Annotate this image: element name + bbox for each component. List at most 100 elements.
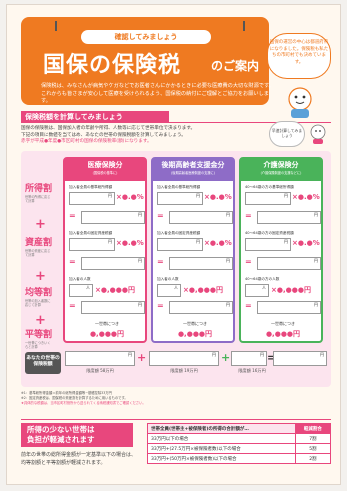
table-header-rate: 軽減割合 — [294, 423, 332, 434]
main-title: 国保の保険税 — [43, 53, 182, 78]
medical-total-box[interactable]: 円 — [65, 351, 135, 366]
note-2: ※2：固定資産税は、国保税の資産割を計算するために用いるものです。 — [21, 396, 128, 400]
plus-icon: + — [35, 217, 46, 232]
income-input-box[interactable]: 円 — [157, 192, 203, 205]
result-row: =円 — [69, 301, 145, 314]
result-row: =円 — [157, 211, 233, 224]
table-header-row: 世帯全員(世帯主+被保険者)の所得の合計額が… 軽減割合 — [147, 423, 332, 434]
flat-label: 一世帯につき — [183, 321, 207, 326]
flat-label: 一世帯につき — [95, 321, 119, 326]
asset-rate: ×●.●% — [204, 239, 232, 247]
elderly-total-box[interactable]: 円 — [149, 351, 219, 366]
section-heading: 保険税額を計算してみましょう — [21, 111, 169, 123]
total-label: あなたの世帯の保険税額 — [25, 352, 61, 374]
flat-value: ●,●●●円 — [89, 330, 125, 338]
mascot-icon — [288, 87, 312, 118]
equal-rate: ×●,●●●円 — [271, 286, 311, 294]
result-box[interactable]: 円 — [257, 257, 321, 270]
nursing-total-box[interactable]: 円 — [231, 351, 267, 366]
cell-label: 40〜64歳の方の人数 — [245, 277, 280, 281]
leaflet-page: 確認してみましょう 国保の保険税 のご案内 保険税は、みなさんが病気やケガなどで… — [6, 4, 341, 485]
result-box[interactable]: 円 — [257, 301, 321, 314]
equals-icon: = — [267, 351, 277, 364]
table-row: 33万円以下の場合 7割 — [147, 433, 332, 444]
table-header-condition: 世帯全員(世帯主+被保険者)の所得の合計額が… — [147, 423, 296, 434]
asset-input-box[interactable]: 円 — [157, 238, 203, 251]
reduction-table: 世帯全員(世帯主+被保険者)の所得の合計額が… 軽減割合 33万円以下の場合 7… — [147, 423, 332, 464]
plus-icon: + — [35, 313, 46, 328]
grand-total-box[interactable]: 円 — [273, 351, 327, 366]
notes: ※1：基準総所得金額＝前年の総所得金額等−基礎控除33万円 ※2：固定資産税は、… — [21, 391, 331, 406]
asset-input-box[interactable]: 円 — [245, 238, 291, 251]
member-count-box[interactable]: 人 — [157, 284, 181, 297]
cell-label: 加入者全員の固定資産税額 — [69, 231, 113, 235]
result-row: =円 — [157, 301, 233, 314]
speech-bubble: 国保の運営の中心は都道府県になりました。保険税も私たちの市町村でも決めています。 — [267, 33, 331, 79]
desc-line-2: 下記の項目に数値を当てはめ、あなたの世帯の保険税額を計算してみましょう。 — [21, 132, 186, 138]
calc-bubble: 早速計算してみましょう — [269, 121, 305, 147]
intro-text: 保険税は、みなさんが病気やケガなどでお医者さんにかかるときに必要な医療費の大切な… — [41, 83, 274, 104]
income-rate: ×●.●% — [204, 193, 232, 201]
income-rate: ×●.●% — [292, 193, 320, 201]
income-rate: ×●.●% — [116, 193, 144, 201]
column-medical: 医療保険分(国保税の基準に) 加入者全員の基準総所得額 円 ×●.●% =円 加… — [63, 157, 147, 343]
column-header: 医療保険分(国保税の基準に) — [65, 159, 145, 181]
section-description: 国保の保険税は、国保加入者の年齢や所得、人数等に応じて世帯単位で決まります。 下… — [21, 126, 251, 146]
flat-value: ●,●●●円 — [265, 330, 301, 338]
limit-elderly: 限度額 19万円 — [170, 368, 198, 373]
member-count-box[interactable]: 人 — [69, 284, 93, 297]
desc-highlight: 赤字が平成●年度●市区町村の国保の保険税率(額)になります。 — [21, 139, 152, 144]
column-header: 介護保険分(介護保険制度の支援などに) — [241, 159, 321, 181]
limit-nursing: 限度額 16万円 — [238, 368, 266, 373]
result-row: =円 — [157, 257, 233, 270]
calculation-table: 所得割世帯の所得に応じて計算 + 資産割世帯の資産に応じて計算 + 均等割世帯の… — [21, 151, 331, 387]
main-title-suffix: のご案内 — [211, 59, 260, 73]
income-input-box[interactable]: 円 — [69, 192, 115, 205]
column-nursing-care: 介護保険分(介護保険制度の支援などに) 40〜64歳の方の基準総所得額 円 ×●… — [239, 157, 323, 343]
result-row: =円 — [69, 257, 145, 270]
asset-rate: ×●.●% — [116, 239, 144, 247]
table-row: 33万円+(50万円×被保険者数)以下の場合 2割 — [147, 453, 332, 464]
asset-rate: ×●.●% — [292, 239, 320, 247]
result-box[interactable]: 円 — [81, 257, 145, 270]
column-elderly-support: 後期高齢者支援金分(後期高齢者医療制度の支援に) 加入者全員の基準総所得額 円 … — [151, 157, 235, 343]
check-title: 確認してみましょう — [81, 30, 211, 44]
reduction-description: 前年の世帯の総所得金額が一定基準以下の場合は、均等割額と平等割額が軽減されます。 — [21, 452, 137, 466]
pin-right — [243, 21, 245, 31]
row-label-flat: 平等割一世帯につきいくらと計算 — [25, 330, 53, 349]
cell-label: 加入者の人数 — [157, 277, 179, 281]
result-box[interactable]: 円 — [81, 301, 145, 314]
table-row: 33万円+(27.5万円×被保険者数)以下の場合 5割 — [147, 443, 332, 454]
result-row: =円 — [245, 257, 321, 270]
income-input-box[interactable]: 円 — [245, 192, 291, 205]
row-label-asset: 資産割世帯の資産に応じて計算 — [25, 238, 53, 257]
result-row: =円 — [245, 301, 321, 314]
row-label-income: 所得割世帯の所得に応じて計算 — [25, 184, 53, 203]
result-box[interactable]: 円 — [81, 211, 145, 224]
result-row: =円 — [245, 211, 321, 224]
table-cell-rate: 2割 — [294, 453, 332, 464]
pin-left — [55, 21, 57, 31]
table-cell-rate: 7割 — [294, 433, 332, 444]
limit-medical: 限度額 58万円 — [86, 368, 114, 373]
cell-label: 40〜64歳の方の固定資産税額 — [245, 231, 294, 235]
equal-rate: ×●,●●●円 — [183, 286, 223, 294]
column-header: 後期高齢者支援金分(後期高齢者医療制度の支援に) — [153, 159, 233, 181]
desc-line-1: 国保の保険税は、国保加入者の年齢や所得、人数等に応じて世帯単位で決まります。 — [21, 126, 196, 131]
result-box[interactable]: 円 — [169, 301, 233, 314]
flat-label: 一世帯につき — [271, 321, 295, 326]
cell-label: 加入者の人数 — [69, 277, 91, 281]
plus-icon: + — [137, 351, 147, 364]
cell-label: 加入者全員の固定資産税額 — [157, 231, 201, 235]
result-box[interactable]: 円 — [169, 257, 233, 270]
result-box[interactable]: 円 — [257, 211, 321, 224]
result-box[interactable]: 円 — [169, 211, 233, 224]
member-count-box[interactable]: 人 — [245, 284, 269, 297]
asset-input-box[interactable]: 円 — [69, 238, 115, 251]
result-row: =円 — [69, 211, 145, 224]
note-1: ※1：基準総所得金額＝前年の総所得金額等−基礎控除33万円 — [21, 391, 112, 395]
table-cell-condition: 33万円以下の場合 — [147, 433, 296, 444]
table-cell-condition: 33万円+(27.5万円×被保険者数)以下の場合 — [147, 443, 296, 454]
table-cell-condition: 33万円+(50万円×被保険者数)以下の場合 — [147, 453, 296, 464]
note-3: ★具体的な税額は、当市区町村役所から送られてくる納税通知書でご確認ください。 — [21, 401, 146, 405]
